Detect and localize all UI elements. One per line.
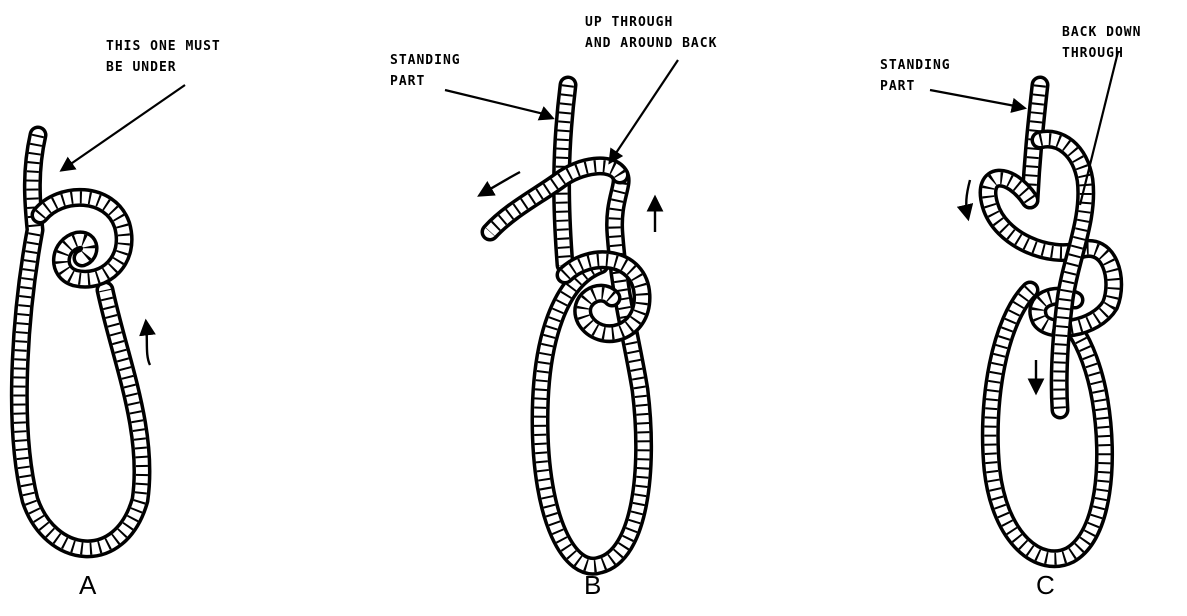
leader-arrow [62,85,185,170]
leader-arrow [445,90,552,118]
callout-this-one-must-be-under: THIS ONE MUST BE UNDER [106,36,221,78]
panel-label-b: B [584,570,601,601]
direction-arrow-icon [966,180,970,218]
rope-icon [40,197,124,279]
leader-arrow [610,60,678,162]
direction-arrow-icon [146,322,150,365]
panel-c-drawing [930,52,1118,559]
callout-standing-part-b: STANDING PART [390,50,461,92]
callout-standing-part-c: STANDING PART [880,55,951,97]
callout-up-through-and-around-back: UP THROUGH AND AROUND BACK [585,12,717,54]
panel-a-drawing [19,85,185,549]
rope-icon [1040,139,1086,410]
panel-label-a: A [79,570,96,601]
callout-back-down-through: BACK DOWN THROUGH [1062,22,1141,64]
leader-arrow [1080,52,1118,205]
panel-label-c: C [1036,570,1055,601]
panel-b-drawing [445,60,678,566]
direction-arrow-icon [480,172,520,195]
